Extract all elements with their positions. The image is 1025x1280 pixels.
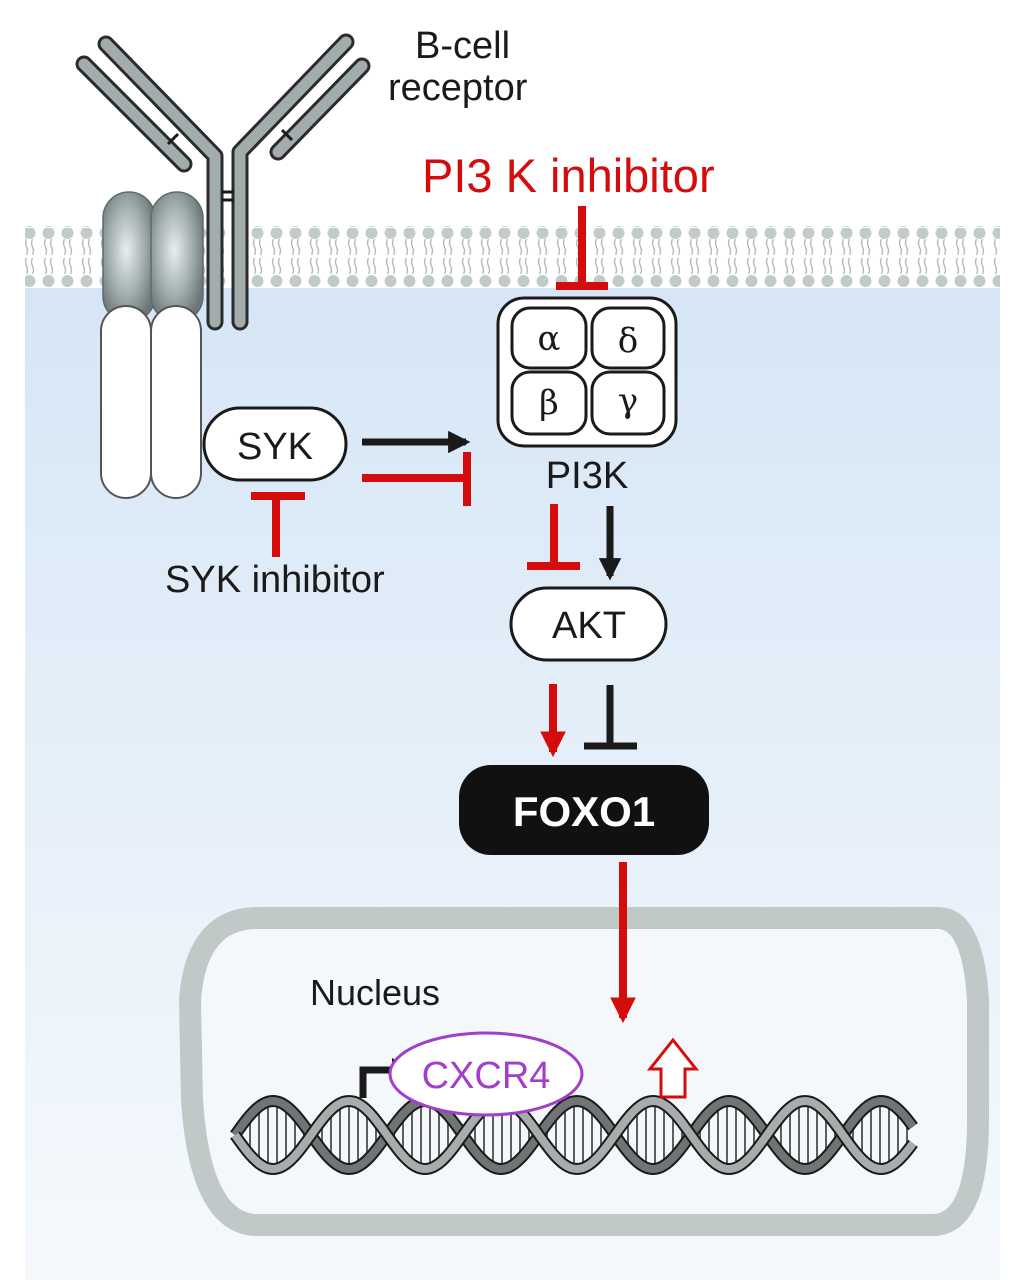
nucleus-envelope — [178, 907, 989, 1236]
ig-alpha-beta-icon — [100, 191, 204, 499]
foxo1-label: FOXO1 — [513, 788, 655, 835]
syk-node: SYK — [202, 406, 348, 482]
syk-label: SYK — [237, 426, 313, 468]
pi3k-subunit-gamma: γ — [618, 381, 638, 421]
dna-strand-front — [231, 1096, 917, 1174]
transcription-start-arrow — [359, 1066, 394, 1098]
receptor-label-line2: receptor — [388, 67, 528, 109]
akt-node: AKT — [509, 586, 668, 662]
dna-helix-icon — [230, 1094, 918, 1176]
nucleus-label: Nucleus — [310, 972, 440, 1013]
receptor-label-line1: B-cell — [415, 25, 510, 67]
pi3k-subunit-alpha: α — [538, 319, 561, 359]
pi3k-inhibits-akt-tbar — [527, 504, 580, 570]
pi3k-inhibitor-tbar — [556, 206, 608, 290]
b-cell-receptor-icon — [75, 33, 371, 499]
pi3k-complex: α δ β γ — [496, 296, 678, 448]
dna-strand-back — [231, 1096, 917, 1174]
akt-label: AKT — [552, 605, 626, 647]
syk-inhibitor-tbar — [251, 492, 305, 557]
cxcr4-gene: CXCR4 — [388, 1031, 584, 1117]
upregulation-arrow-icon — [646, 1037, 700, 1099]
foxo1-node: FOXO1 — [459, 765, 709, 855]
akt-inhibits-foxo1-tbar — [584, 685, 637, 750]
pi3k-inhibitor-label: PI3 K inhibitor — [422, 149, 715, 202]
syk-inhibits-pi3k-tbar — [362, 452, 471, 506]
cxcr4-label: CXCR4 — [422, 1055, 551, 1097]
syk-inhibitor-label: SYK inhibitor — [165, 559, 385, 601]
pi3k-subunit-beta: β — [539, 383, 559, 423]
pi3k-label: PI3K — [546, 455, 628, 497]
pi3k-subunit-delta: δ — [618, 321, 638, 361]
